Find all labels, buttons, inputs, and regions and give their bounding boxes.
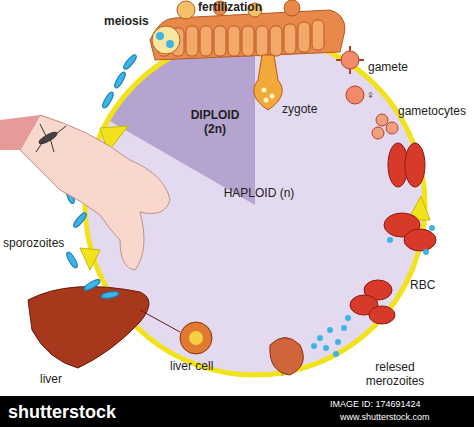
stage-label: fertilization (198, 0, 262, 14)
stage-label: meiosis (104, 14, 149, 28)
stage-label: sporozoites (3, 236, 64, 250)
stage-label: gamete (368, 60, 408, 74)
liver-organ (28, 287, 212, 368)
mosquito (36, 124, 66, 152)
gamete-cells (336, 46, 398, 139)
merozoites (311, 225, 435, 357)
sex-symbol: ♀ (366, 88, 375, 102)
stage-label: zygote (282, 102, 317, 116)
organ-label: liver cell (170, 359, 213, 373)
phase-label: DIPLOID (2n) (182, 108, 248, 136)
ring-arrow (80, 248, 100, 270)
red-blood-cells (350, 143, 436, 324)
stage-label: gametocytes (398, 104, 466, 118)
organ-label: liver (40, 372, 62, 386)
cell-label: RBC (410, 278, 435, 292)
image-id: IMAGE ID: 174691424 (330, 399, 421, 410)
watermark: shutterstock (8, 401, 116, 423)
phase-label: HAPLOID (n) (222, 186, 296, 200)
zygote-cell (254, 55, 282, 110)
stage-label: relesed merozoites (352, 360, 438, 388)
watermark-url: www.shutterstock.com (340, 412, 430, 423)
gut-wall (150, 0, 345, 60)
human-hand (0, 115, 170, 270)
oocyst (152, 26, 180, 54)
schizont (270, 338, 304, 376)
